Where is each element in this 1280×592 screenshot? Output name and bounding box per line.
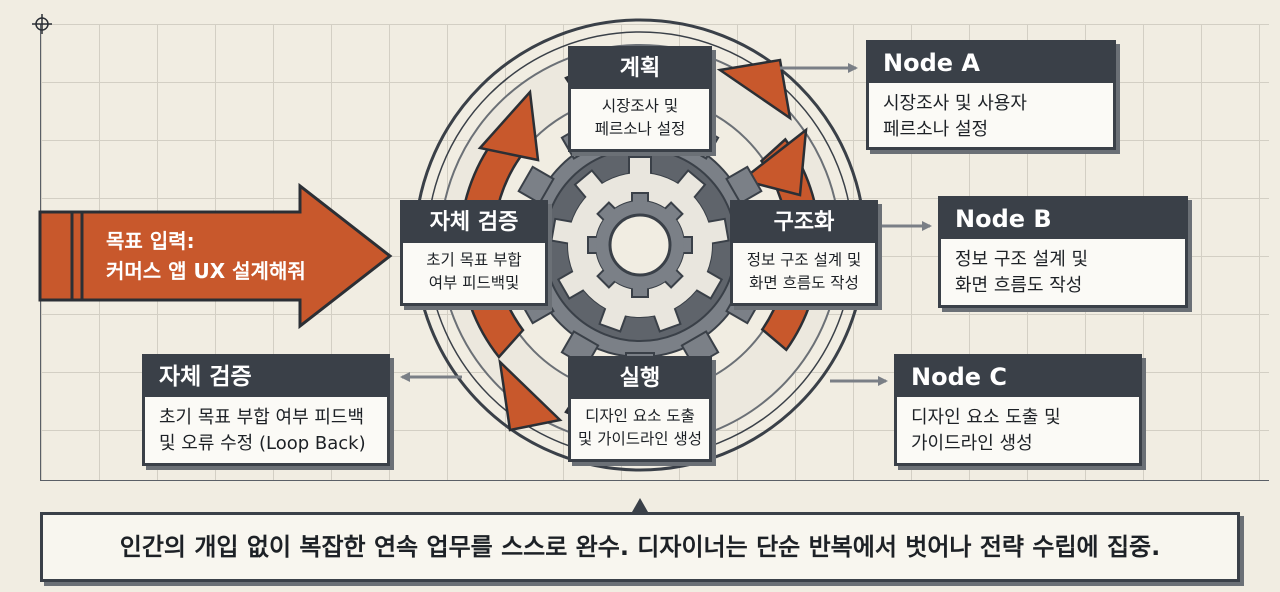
goal-input-label: 목표 입력: 커머스 앱 UX 설계해줘	[106, 226, 306, 286]
stage-execute-desc: 디자인 요소 도출 및 가이드라인 생성	[571, 399, 709, 451]
node-a: Node A 시장조사 및 사용자 페르소나 설정	[866, 40, 1116, 150]
goal-input-line2: 커머스 앱 UX 설계해줘	[106, 259, 306, 283]
node-b-desc: 정보 구조 설계 및 화면 흐름도 작성	[941, 239, 1185, 299]
node-c-desc-line2: 가이드라인 생성	[911, 433, 1033, 454]
banner-pointer	[632, 498, 648, 512]
stage-verify-title: 자체 검증	[403, 203, 545, 243]
stage-structure-desc-line1: 정보 구조 설계 및	[746, 251, 862, 269]
crosshair-icon	[32, 14, 52, 34]
node-a-desc-line1: 시장조사 및 사용자	[883, 93, 1027, 114]
node-a-title: Node A	[869, 43, 1113, 83]
stage-structure: 구조화 정보 구조 설계 및 화면 흐름도 작성	[730, 200, 878, 306]
stage-structure-desc: 정보 구조 설계 및 화면 흐름도 작성	[733, 243, 875, 295]
stage-execute-title: 실행	[571, 359, 709, 399]
stage-structure-desc-line2: 화면 흐름도 작성	[749, 274, 859, 292]
input-arrow	[38, 182, 393, 330]
stage-plan-desc: 시장조사 및 페르소나 설정	[571, 89, 709, 141]
summary-banner-text: 인간의 개입 없이 복잡한 연속 업무를 스스로 완수. 디자이너는 단순 반복…	[119, 533, 1161, 561]
node-c-desc-line1: 디자인 요소 도출 및	[911, 407, 1061, 428]
stage-verify-desc-line1: 초기 목표 부합	[426, 251, 522, 269]
stage-structure-title: 구조화	[733, 203, 875, 243]
connector-arrows	[400, 63, 932, 386]
stage-execute-desc-line1: 디자인 요소 도출	[585, 407, 695, 425]
goal-input-line1: 목표 입력:	[106, 229, 195, 253]
feedback-desc-line2: 및 오류 수정 (Loop Back)	[159, 433, 366, 454]
node-b-desc-line2: 화면 흐름도 작성	[955, 275, 1083, 296]
stage-plan: 계획 시장조사 및 페르소나 설정	[568, 46, 712, 152]
node-a-desc-line2: 페르소나 설정	[883, 119, 989, 140]
node-c-title: Node C	[897, 357, 1139, 397]
node-c-desc: 디자인 요소 도출 및 가이드라인 생성	[897, 397, 1139, 457]
node-c: Node C 디자인 요소 도출 및 가이드라인 생성	[894, 354, 1142, 466]
node-a-desc: 시장조사 및 사용자 페르소나 설정	[869, 83, 1113, 143]
stage-verify: 자체 검증 초기 목표 부합 여부 피드백및	[400, 200, 548, 306]
feedback-desc-line1: 초기 목표 부합 여부 피드백	[159, 407, 365, 428]
stage-execute-desc-line2: 및 가이드라인 생성	[578, 430, 702, 448]
stage-plan-title: 계획	[571, 49, 709, 89]
node-b: Node B 정보 구조 설계 및 화면 흐름도 작성	[938, 196, 1188, 308]
stage-plan-desc-line1: 시장조사 및	[601, 97, 679, 115]
stage-execute: 실행 디자인 요소 도출 및 가이드라인 생성	[568, 356, 712, 462]
feedback-card: 자체 검증 초기 목표 부합 여부 피드백 및 오류 수정 (Loop Back…	[142, 354, 390, 466]
node-b-title: Node B	[941, 199, 1185, 239]
stage-verify-desc: 초기 목표 부합 여부 피드백및	[403, 243, 545, 295]
stage-plan-desc-line2: 페르소나 설정	[594, 120, 686, 138]
summary-banner: 인간의 개입 없이 복잡한 연속 업무를 스스로 완수. 디자이너는 단순 반복…	[40, 512, 1240, 582]
feedback-desc: 초기 목표 부합 여부 피드백 및 오류 수정 (Loop Back)	[145, 397, 387, 457]
stage-verify-desc-line2: 여부 피드백및	[428, 274, 520, 292]
node-b-desc-line1: 정보 구조 설계 및	[955, 249, 1089, 270]
feedback-title: 자체 검증	[145, 357, 387, 397]
gear-icon	[507, 112, 773, 378]
